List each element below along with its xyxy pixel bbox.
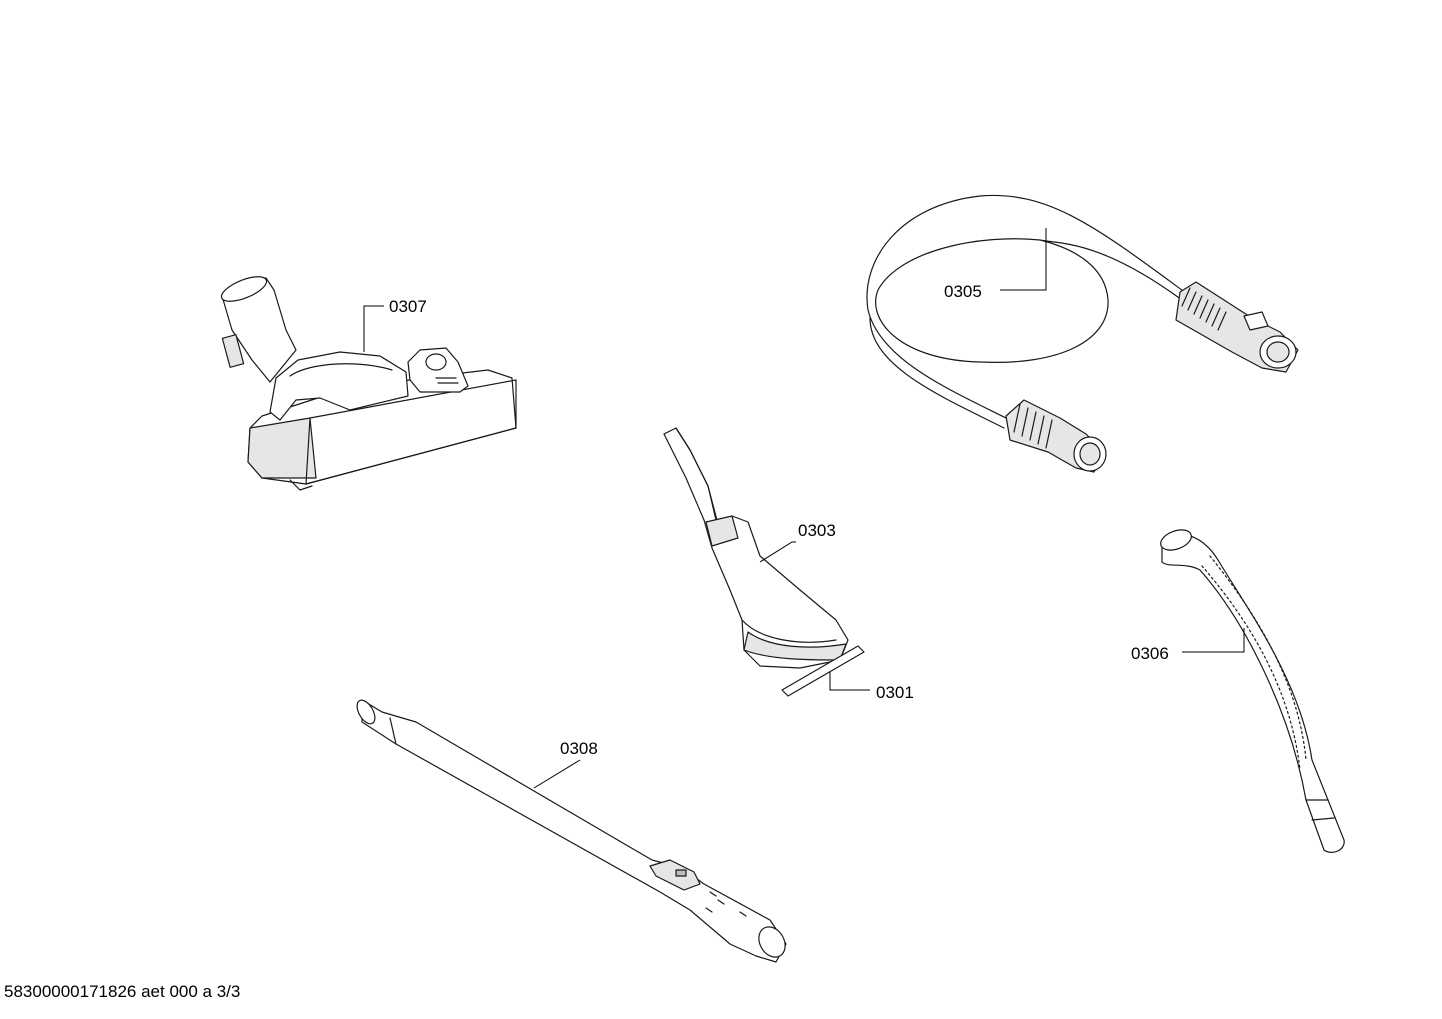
insert-strip-part[interactable] (781, 645, 865, 697)
callout-0303: 0303 (798, 521, 836, 540)
crevice-nozzle-part[interactable] (663, 427, 849, 669)
callout-0307: 0307 (389, 297, 427, 316)
handle-part[interactable] (1158, 526, 1345, 853)
telescopic-tube-part[interactable] (353, 697, 790, 963)
floor-nozzle-part[interactable] (218, 272, 517, 491)
callout-0306: 0306 (1131, 644, 1169, 663)
callout-0301: 0301 (876, 683, 914, 702)
suction-hose-part[interactable] (866, 194, 1299, 473)
document-footer-id: 58300000171826 aet 000 a 3/3 (4, 982, 241, 1001)
callout-0305: 0305 (944, 282, 982, 301)
callout-0308: 0308 (560, 739, 598, 758)
